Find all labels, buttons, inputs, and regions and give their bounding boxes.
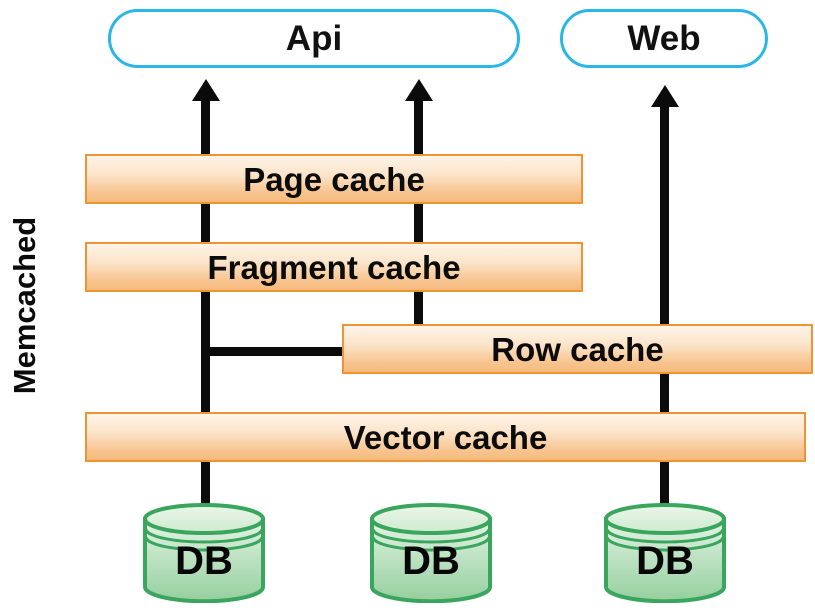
connector-db1-to-api bbox=[201, 92, 210, 510]
connector-db3-to-web bbox=[660, 98, 669, 510]
arrowhead-db3-to-web bbox=[651, 85, 679, 107]
database-cylinder-2-label: DB bbox=[402, 539, 460, 583]
cache-bar-vector-cache-label: Vector cache bbox=[343, 418, 548, 456]
database-icon bbox=[604, 503, 726, 603]
memcached-side-label-text: Memcached bbox=[7, 216, 43, 394]
client-box-api-label: Api bbox=[285, 19, 343, 58]
database-cylinder-2[interactable]: DB bbox=[369, 503, 493, 603]
memcached-side-label: Memcached bbox=[0, 150, 50, 460]
database-cylinder-3[interactable]: DB bbox=[603, 503, 727, 603]
database-cylinder-1[interactable]: DB bbox=[142, 503, 266, 603]
cache-bar-row-cache[interactable]: Row cache bbox=[342, 324, 813, 374]
database-icon bbox=[370, 503, 492, 603]
database-cylinder-1-label: DB bbox=[175, 539, 233, 583]
cache-bar-vector-cache[interactable]: Vector cache bbox=[85, 412, 806, 462]
connector-branch-to-rowcache bbox=[203, 347, 345, 356]
cache-bar-page-cache[interactable]: Page cache bbox=[85, 154, 583, 204]
cache-bar-fragment-cache[interactable]: Fragment cache bbox=[85, 242, 583, 292]
cache-bar-page-cache-label: Page cache bbox=[243, 160, 425, 198]
connector-rowcache-to-api bbox=[414, 92, 423, 352]
client-box-api[interactable]: Api bbox=[108, 9, 520, 68]
client-box-web[interactable]: Web bbox=[560, 9, 768, 68]
database-cylinder-3-label: DB bbox=[636, 539, 694, 583]
database-icon bbox=[143, 503, 265, 603]
cache-bar-fragment-cache-label: Fragment cache bbox=[207, 248, 461, 286]
cache-bar-row-cache-label: Row cache bbox=[491, 330, 664, 368]
arrowhead-db1-to-api bbox=[192, 79, 220, 101]
client-box-web-label: Web bbox=[627, 19, 701, 58]
arrowhead-rowcache-to-api bbox=[405, 79, 433, 101]
